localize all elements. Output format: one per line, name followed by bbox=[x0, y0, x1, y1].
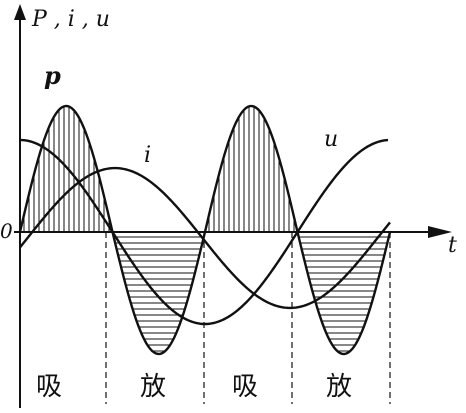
phase-dividers bbox=[105, 232, 391, 404]
phase-label-absorb-1: 吸 bbox=[36, 372, 62, 402]
phase-label-release-2: 放 bbox=[326, 372, 352, 402]
curve-label-p: p bbox=[44, 61, 61, 90]
x-axis-arrow-icon bbox=[428, 226, 452, 238]
phase-label-absorb-2: 吸 bbox=[232, 372, 258, 402]
phase-label-release-1: 放 bbox=[140, 372, 166, 402]
curve-i bbox=[19, 166, 391, 310]
curve-label-i: i bbox=[144, 143, 151, 168]
x-axis-label: t bbox=[448, 233, 457, 258]
y-axis-label: P , i , u bbox=[31, 7, 110, 32]
curve-u bbox=[19, 138, 389, 326]
origin-label: 0 bbox=[0, 219, 13, 243]
curve-p bbox=[18, 104, 392, 356]
hatch-layer bbox=[23, 106, 389, 352]
curve-label-u: u bbox=[324, 127, 338, 152]
